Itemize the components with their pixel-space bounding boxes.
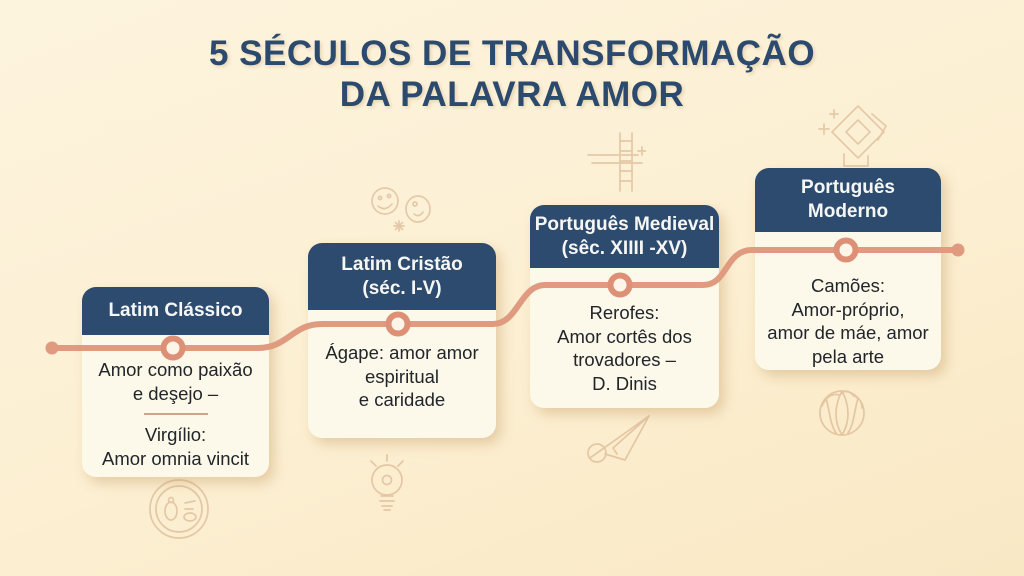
stage-card-latim-classico: Latim Clássico Amor como paixão e deşejo… (82, 287, 269, 477)
smiley-faces-icon (371, 187, 431, 232)
stage-header: Latim Cristão (séc. I-V) (308, 243, 496, 310)
page-title: 5 SÉCULOS DE TRANSFORMAÇÃO DA PALAVRA AM… (0, 34, 1024, 116)
divider (143, 413, 208, 415)
timeline-start-dot (45, 341, 59, 355)
paper-plane-icon (587, 415, 650, 463)
timeline-end-dot (951, 243, 965, 257)
lightbulb-icon (370, 454, 404, 511)
stage-name: Latim Clássico (108, 300, 243, 322)
stage-description: Camões: Amor-próprio, amor de máe, amor … (767, 275, 929, 368)
stage-name: Latim Cristão (341, 253, 463, 275)
stage-description-2: Virgílio: Amor omnia vincit (101, 423, 249, 469)
stage-name: Português (801, 177, 895, 199)
gem-icon (818, 105, 887, 167)
stage-description: Amor como paixão e deşejo – (98, 359, 253, 404)
stage-header: Português Medieval (sêc. XIIII -XV) (530, 205, 719, 268)
stage-description: Ágape: amor amor espiritual e caridade (325, 342, 479, 411)
ladder-icon (587, 132, 646, 192)
stage-card-portugues-moderno: Português Moderno Camões: Amor-próprio, … (755, 168, 941, 370)
stage-name-line2: (séc. I-V) (362, 277, 442, 299)
stage-card-portugues-medieval: Português Medieval (sêc. XIIII -XV) Rero… (530, 205, 719, 408)
stage-body: Amor como paixão e deşejo – Virgílio: Am… (82, 335, 269, 477)
stage-name-line2: Moderno (807, 201, 889, 222)
stage-header: Latim Clássico (82, 287, 269, 335)
stage-name-line2: (sêc. XIIII -XV) (561, 237, 688, 259)
stage-body: Ágape: amor amor espiritual e caridade (308, 310, 496, 438)
stage-header: Português Moderno (755, 168, 941, 232)
medal-icon (149, 479, 209, 539)
stage-card-latim-cristao: Latim Cristão (séc. I-V) Ágape: amor amo… (308, 243, 496, 438)
page-title-line1: 5 SÉCULOS DE TRANSFORMAÇÃO (208, 34, 816, 73)
stage-name: Português Medieval (534, 213, 715, 235)
stage-body: Camões: Amor-próprio, amor de máe, amor … (755, 232, 941, 370)
ball-icon (819, 390, 865, 436)
stage-body: Rerofes: Amor cortês dos trovadores – D.… (530, 268, 719, 408)
stage-description: Rerofes: Amor cortês dos trovadores – D.… (557, 302, 692, 395)
page-title-line2: DA PALAVRA AMOR (339, 74, 685, 114)
